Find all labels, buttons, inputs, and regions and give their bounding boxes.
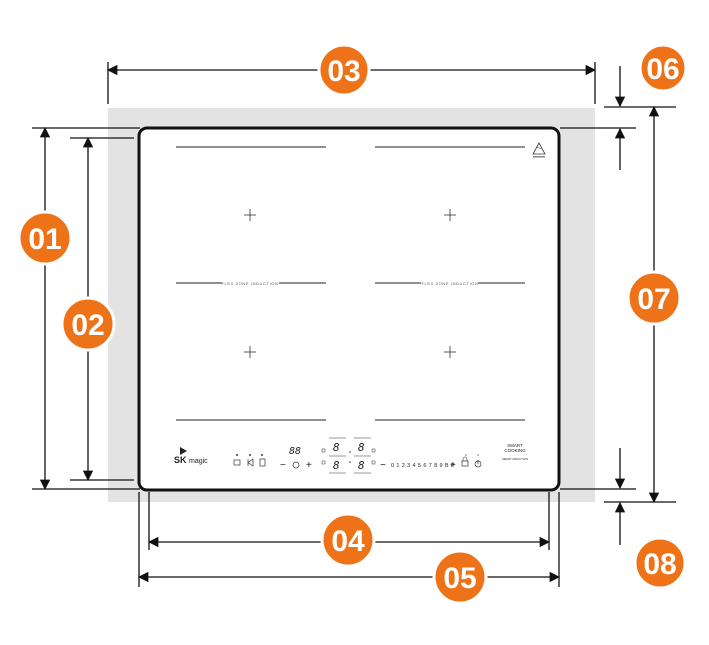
power-plus: +	[450, 460, 456, 471]
boost-icon	[259, 458, 266, 467]
crosshair-icon	[444, 209, 456, 221]
function-icons	[233, 454, 266, 467]
crosshair-icon	[444, 346, 456, 358]
brand-logo-icon	[180, 447, 187, 455]
dimension-badge-03: 03	[317, 43, 371, 97]
timer-plus: +	[306, 460, 312, 471]
zone-digit-front-right: 8	[358, 441, 365, 454]
timer-clock-icon	[292, 461, 300, 469]
crosshair-icons	[244, 209, 456, 358]
zone-selector-displays: 8 8 8 8	[321, 437, 376, 474]
hot-surface-warning-icon	[532, 142, 546, 158]
svg-text:06: 06	[646, 53, 679, 86]
smart-label-line2: COOKING	[504, 448, 526, 453]
dimension-badge-07: 07	[626, 270, 682, 326]
svg-text:05: 05	[443, 562, 476, 595]
brand-sk: SK	[174, 455, 187, 465]
dimension-badge-04: 04	[320, 512, 376, 568]
dimension-badge-01: 01	[17, 210, 73, 266]
pause-icon	[247, 458, 254, 467]
dimension-badge-08: 08	[633, 536, 687, 590]
zone-digit-rear-right: 8	[358, 459, 365, 472]
power-minus: −	[380, 460, 386, 471]
zone-lines	[176, 146, 525, 421]
svg-text:07: 07	[637, 283, 670, 316]
crosshair-icon	[244, 209, 256, 221]
dimension-badge-02: 02	[60, 296, 116, 352]
svg-text:02: 02	[71, 309, 104, 342]
smart-label-line1: SMART	[507, 443, 523, 448]
svg-text:04: 04	[331, 525, 365, 558]
crosshair-icon	[244, 346, 256, 358]
glass-cooktop	[137, 126, 561, 492]
dimension-badge-06: 06	[638, 43, 688, 93]
zone-digit-front-left: 8	[333, 441, 340, 454]
timer-display: 88	[289, 446, 301, 457]
brand-magic: magic	[189, 458, 208, 465]
svg-text:01: 01	[28, 223, 61, 256]
lock-key-icon	[233, 459, 241, 466]
power-scale: 0 1 2 3 4 5 6 7 8 9 B P	[391, 463, 455, 469]
zone-label-right: FLEX ZONE INDUCTION	[422, 281, 479, 286]
control-panel: SK magic 88 − + 8 8	[174, 437, 528, 474]
zone-digit-rear-left: 8	[333, 459, 340, 472]
timer-minus: −	[280, 460, 286, 471]
svg-text:03: 03	[327, 55, 360, 88]
svg-text:08: 08	[643, 548, 676, 581]
child-lock-icon	[461, 460, 469, 467]
smart-sub-label: SMART INDUCTION	[502, 457, 528, 461]
zone-label-left: FLEX ZONE INDUCTION	[222, 281, 279, 286]
dimension-badge-05: 05	[432, 549, 488, 605]
